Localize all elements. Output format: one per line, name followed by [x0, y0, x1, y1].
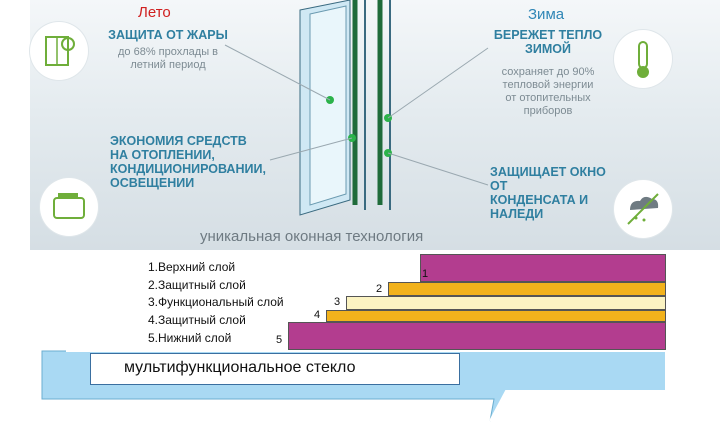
economy-heading: ЭКОНОМИЯ СРЕДСТВ НА ОТОПЛЕНИИ, КОНДИЦИОН…	[110, 134, 280, 190]
layer-bar-1	[420, 254, 666, 282]
layer-number-4: 4	[314, 309, 321, 321]
winter-title: Зима	[528, 6, 565, 23]
glass-label-box	[90, 353, 460, 385]
winter-sub-line: приборов	[523, 105, 573, 117]
summer-sub-line: до 68% прохлады в	[118, 46, 218, 58]
layer-label-5: 5.Нижний слой	[148, 331, 232, 345]
watermark: Avito	[608, 390, 673, 420]
leader-lines	[224, 44, 489, 186]
layer-bar-3	[346, 296, 666, 310]
economy-heading-line: КОНДИЦИОНИРОВАНИИ,	[110, 162, 266, 176]
layer-label-1: 1.Верхний слой	[148, 260, 236, 274]
layer-bar-5	[288, 322, 666, 350]
layer-number-2: 2	[376, 283, 383, 295]
condensate-heading-line: ЗАЩИЩАЕТ ОКНО ОТ	[490, 165, 606, 193]
layer-number-3: 3	[334, 296, 341, 308]
technology-caption: уникальная оконная технология	[200, 228, 424, 245]
winter-heading: БЕРЕЖЕТ ТЕПЛО ЗИМОЙ	[488, 28, 608, 56]
summer-sub-line: летний период	[130, 59, 206, 71]
thermometer-icon	[614, 30, 672, 88]
condensate-heading-line: КОНДЕНСАТА И	[490, 193, 589, 207]
layer-label-4: 4.Защитный слой	[148, 313, 246, 327]
winter-sub-line: от отопительных	[505, 92, 591, 104]
glass-label: мультифункциональное стекло	[124, 359, 356, 376]
sun-window-icon	[30, 22, 88, 80]
summer-title: Лето	[138, 4, 171, 21]
wallet-icon	[40, 178, 98, 236]
economy-heading-line: ЭКОНОМИЯ СРЕДСТВ	[110, 134, 247, 148]
layer-number-5: 5	[276, 334, 283, 346]
condensate-heading: ЗАЩИЩАЕТ ОКНО ОТ КОНДЕНСАТА И НАЛЕДИ	[490, 165, 620, 221]
economy-heading-line: НА ОТОПЛЕНИИ,	[110, 148, 215, 162]
condensate-heading-line: НАЛЕДИ	[490, 207, 544, 221]
winter-sub: сохраняет до 90% тепловой энергии от ото…	[488, 66, 608, 118]
summer-heading: ЗАЩИТА ОТ ЖАРЫ	[108, 28, 228, 42]
layer-number-1: 1	[422, 268, 429, 280]
infographic-panel	[30, 0, 720, 250]
winter-heading-line: БЕРЕЖЕТ ТЕПЛО	[493, 28, 603, 42]
winter-sub-line: сохраняет до 90%	[501, 66, 595, 78]
layer-label-2: 2.Защитный слой	[148, 278, 246, 292]
window-frame-illustration	[299, 0, 392, 216]
summer-sub: до 68% прохлады в летний период	[98, 46, 238, 72]
winter-heading-line: ЗИМОЙ	[525, 42, 571, 56]
economy-heading-line: ОСВЕЩЕНИИ	[110, 176, 195, 190]
layer-label-3: 3.Функциональный слой	[148, 295, 284, 309]
winter-sub-line: тепловой энергии	[502, 79, 594, 91]
cloud-rain-icon	[614, 180, 672, 238]
layer-bar-4	[326, 310, 666, 322]
layer-bar-2	[388, 282, 666, 296]
